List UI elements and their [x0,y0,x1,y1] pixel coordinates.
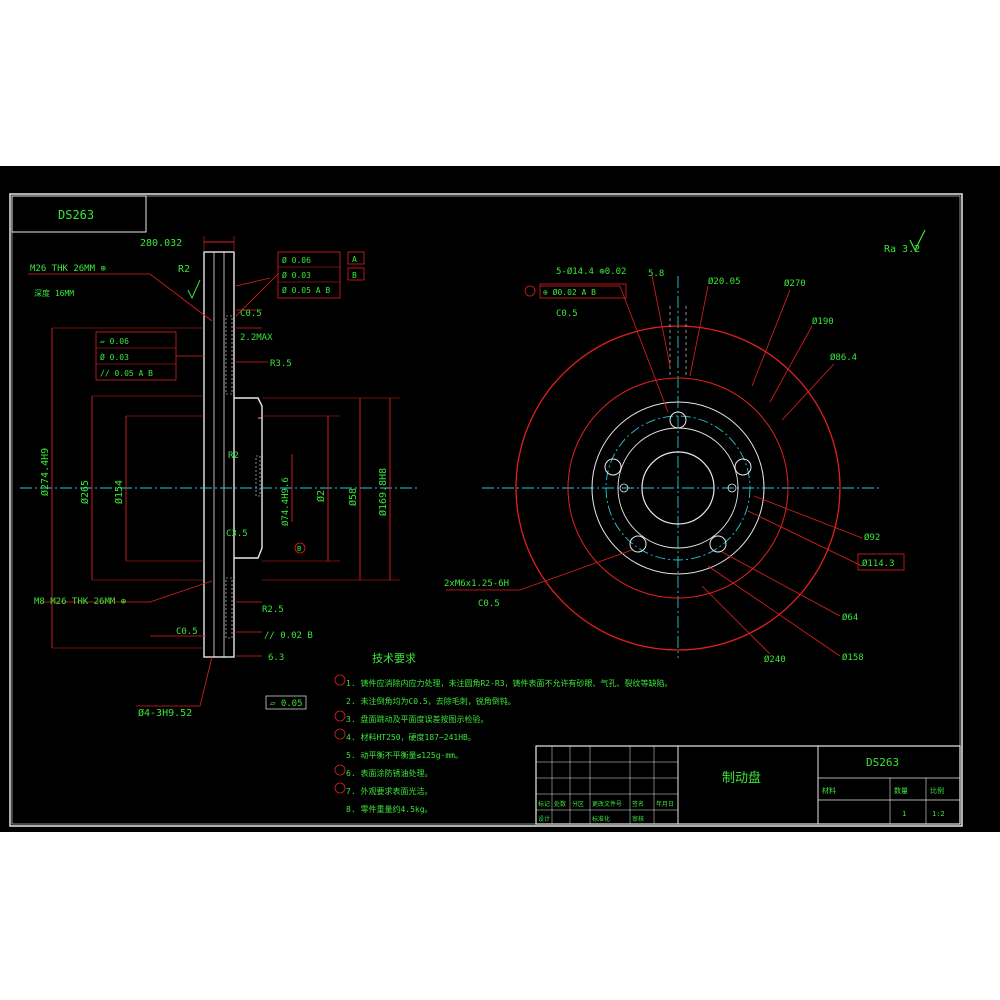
hub-hat-outline [234,397,263,559]
note-4: 4. 材料HT250，硬度187~241HB。 [346,732,476,742]
dim-r-top: R3.5 [270,359,292,369]
datum-b-bubble [294,542,306,554]
dim-front-r4: Ø114.3 [862,558,895,569]
hat-outer-circle [591,401,765,575]
front-view: 5-Ø14.4 ⊕0.02 ⊕ Ø0.02 A B C0.5 5.8 Ø20.0… [444,266,905,665]
sign-col-5: 签名 [632,800,644,808]
dim-front-r3: Ø92 [864,532,880,543]
dim-front-top1: Ø20.05 [708,276,741,287]
dim-front-bottom: Ø240 [764,654,786,665]
holes-tolerance-frame [539,283,627,299]
holes-tolerance: ⊕ Ø0.02 A B [543,287,596,297]
front-thread-callout: 2xM6x1.25-6H [444,579,509,589]
dim-front-r6: Ø158 [842,652,864,663]
holes-callout: 5-Ø14.4 ⊕0.02 [556,266,626,277]
dim-r-small: R2 [178,264,190,275]
dim-r-bottom: R2.5 [262,605,284,615]
front-chamfer-bottom: C0.5 [478,599,500,609]
dim-groove: 2.2MAX [240,333,273,343]
note-2: 2. 未注倒角均为C0.5，去除毛刺，锐角倒钝。 [346,696,516,706]
roughness-symbol [909,229,926,252]
disc-section-outline [203,251,235,658]
svg-text:// 0.05 A B: // 0.05 A B [100,369,153,378]
dim-r-mid: R2 [228,451,239,461]
dim-right-2: Ø58 [347,488,359,506]
note-5: 5. 动平衡不平衡量≤125g·mm。 [346,750,463,760]
outer-frame [9,193,963,827]
svg-text:B: B [352,271,357,280]
svg-text:A: A [352,255,357,264]
front-chamfer-top: C0.5 [556,309,578,319]
brake-disc-drawing: DS263 Ra 3.2 [9,193,963,827]
svg-text:Ø 0.03: Ø 0.03 [100,352,129,362]
thread-note-top: M26 THK 26MM ⊕ [30,264,106,274]
dim-disc-width: 280.032 [140,238,182,249]
svg-text:▱ 0.06: ▱ 0.06 [100,337,129,346]
dim-right-1: Ø2 [315,490,327,502]
scale-value: 1:2 [932,810,945,818]
svg-text:Ø 0.05 A B: Ø 0.05 A B [282,285,330,295]
title-block: 标记 处数 分区 更改文件号 签名 年月日 设计 标准化 审核 制动盘 DS26… [535,745,961,825]
dim-front-r1: Ø190 [812,316,834,327]
front-leaders [446,275,863,657]
dim-right-3: Ø169.8H8 [377,468,389,516]
sign-col-6: 年月日 [656,800,674,808]
vent-slots [225,315,233,639]
note-8: 8. 零件重量约4.5kg。 [346,804,433,814]
dim-left-2: Ø265 [79,480,91,504]
review-label: 审核 [632,815,644,823]
dim-vertical-center: Ø74.4H9.6 [280,477,291,526]
technical-notes: 技术要求 1. 铸件应消除内应力处理，未注圆角R2-R3，铸件表面不允许有砂眼、… [334,652,673,814]
disc-inner-friction-circle [567,377,789,599]
drawing-number-box [11,195,147,233]
note-1: 1. 铸件应消除内应力处理，未注圆角R2-R3，铸件表面不允许有砂眼、气孔、裂纹… [346,678,673,688]
note-3: 3. 盘面跳动及平面度误差按图示检验。 [346,714,488,724]
disc-outer-circle [515,325,841,651]
title-drawing-number: DS263 [866,756,899,769]
dim-c-left: C0.5 [240,309,262,319]
section-view: 280.032 R2 M26 THK 26MM ⊕ 深度 16MM C0.5 2… [20,236,420,719]
flatness-callout: ▱ 0.05 [270,699,303,709]
dim-left-1: Ø274.4H9 [39,448,51,496]
standard-label: 标准化 [592,815,610,823]
sign-col-2: 处数 [554,800,566,808]
dim-c-mid: C3.5 [226,529,248,539]
design-label: 设计 [538,815,550,823]
svg-text:Ø 0.03: Ø 0.03 [282,270,311,280]
scale-label: 比例 [930,786,944,795]
section-dimensions [28,236,400,707]
bolt-holes [604,411,752,553]
dim-bolt-holes: Ø4-3H9.52 [138,707,192,719]
dim-front-r5: Ø64 [842,612,858,623]
svg-text:Ø 0.06: Ø 0.06 [282,255,311,265]
bolt-pitch-circle [605,415,751,561]
inner-frame [11,195,961,825]
front-roughness-top: 5.8 [648,269,664,279]
dim-c-bottom: C0.5 [176,627,198,637]
notes-title: 技术要求 [372,652,416,665]
cad-drawing-canvas: DS263 Ra 3.2 [0,166,1000,832]
dim-front-top2: Ø270 [784,278,806,289]
dim-small: 6.3 [268,653,284,663]
material-label: 材料 [822,786,836,795]
sign-col-1: 标记 [538,800,550,808]
center-bore-circle [641,451,715,525]
part-name: 制动盘 [722,770,761,786]
drawing-number-top: DS263 [58,208,94,222]
tolerance-frame-left: ▱ 0.06 Ø 0.03 // 0.05 A B [95,331,204,381]
thread-note-top-depth: 深度 16MM [34,288,74,298]
roughness-default: Ra 3.2 [884,244,920,255]
thread-note-bottom: M8 M26 THK 26MM ⊕ [34,597,126,607]
quantity-label: 数量 [894,786,908,795]
parallelism-callout: // 0.02 B [264,631,313,641]
svg-text:B: B [297,545,301,553]
tolerance-frame-top: Ø 0.06 Ø 0.03 Ø 0.05 A B A B [235,251,365,317]
quantity-value: 1 [902,810,906,818]
sign-col-4: 更改文件号 [592,800,622,808]
note-7: 7. 外观要求表面光洁。 [346,786,432,796]
sign-col-3: 分区 [572,800,584,808]
dim-front-r2: Ø86.4 [830,352,857,363]
dim-left-3: Ø154 [113,480,125,504]
note-6: 6. 表面涂防锈油处理。 [346,768,432,778]
